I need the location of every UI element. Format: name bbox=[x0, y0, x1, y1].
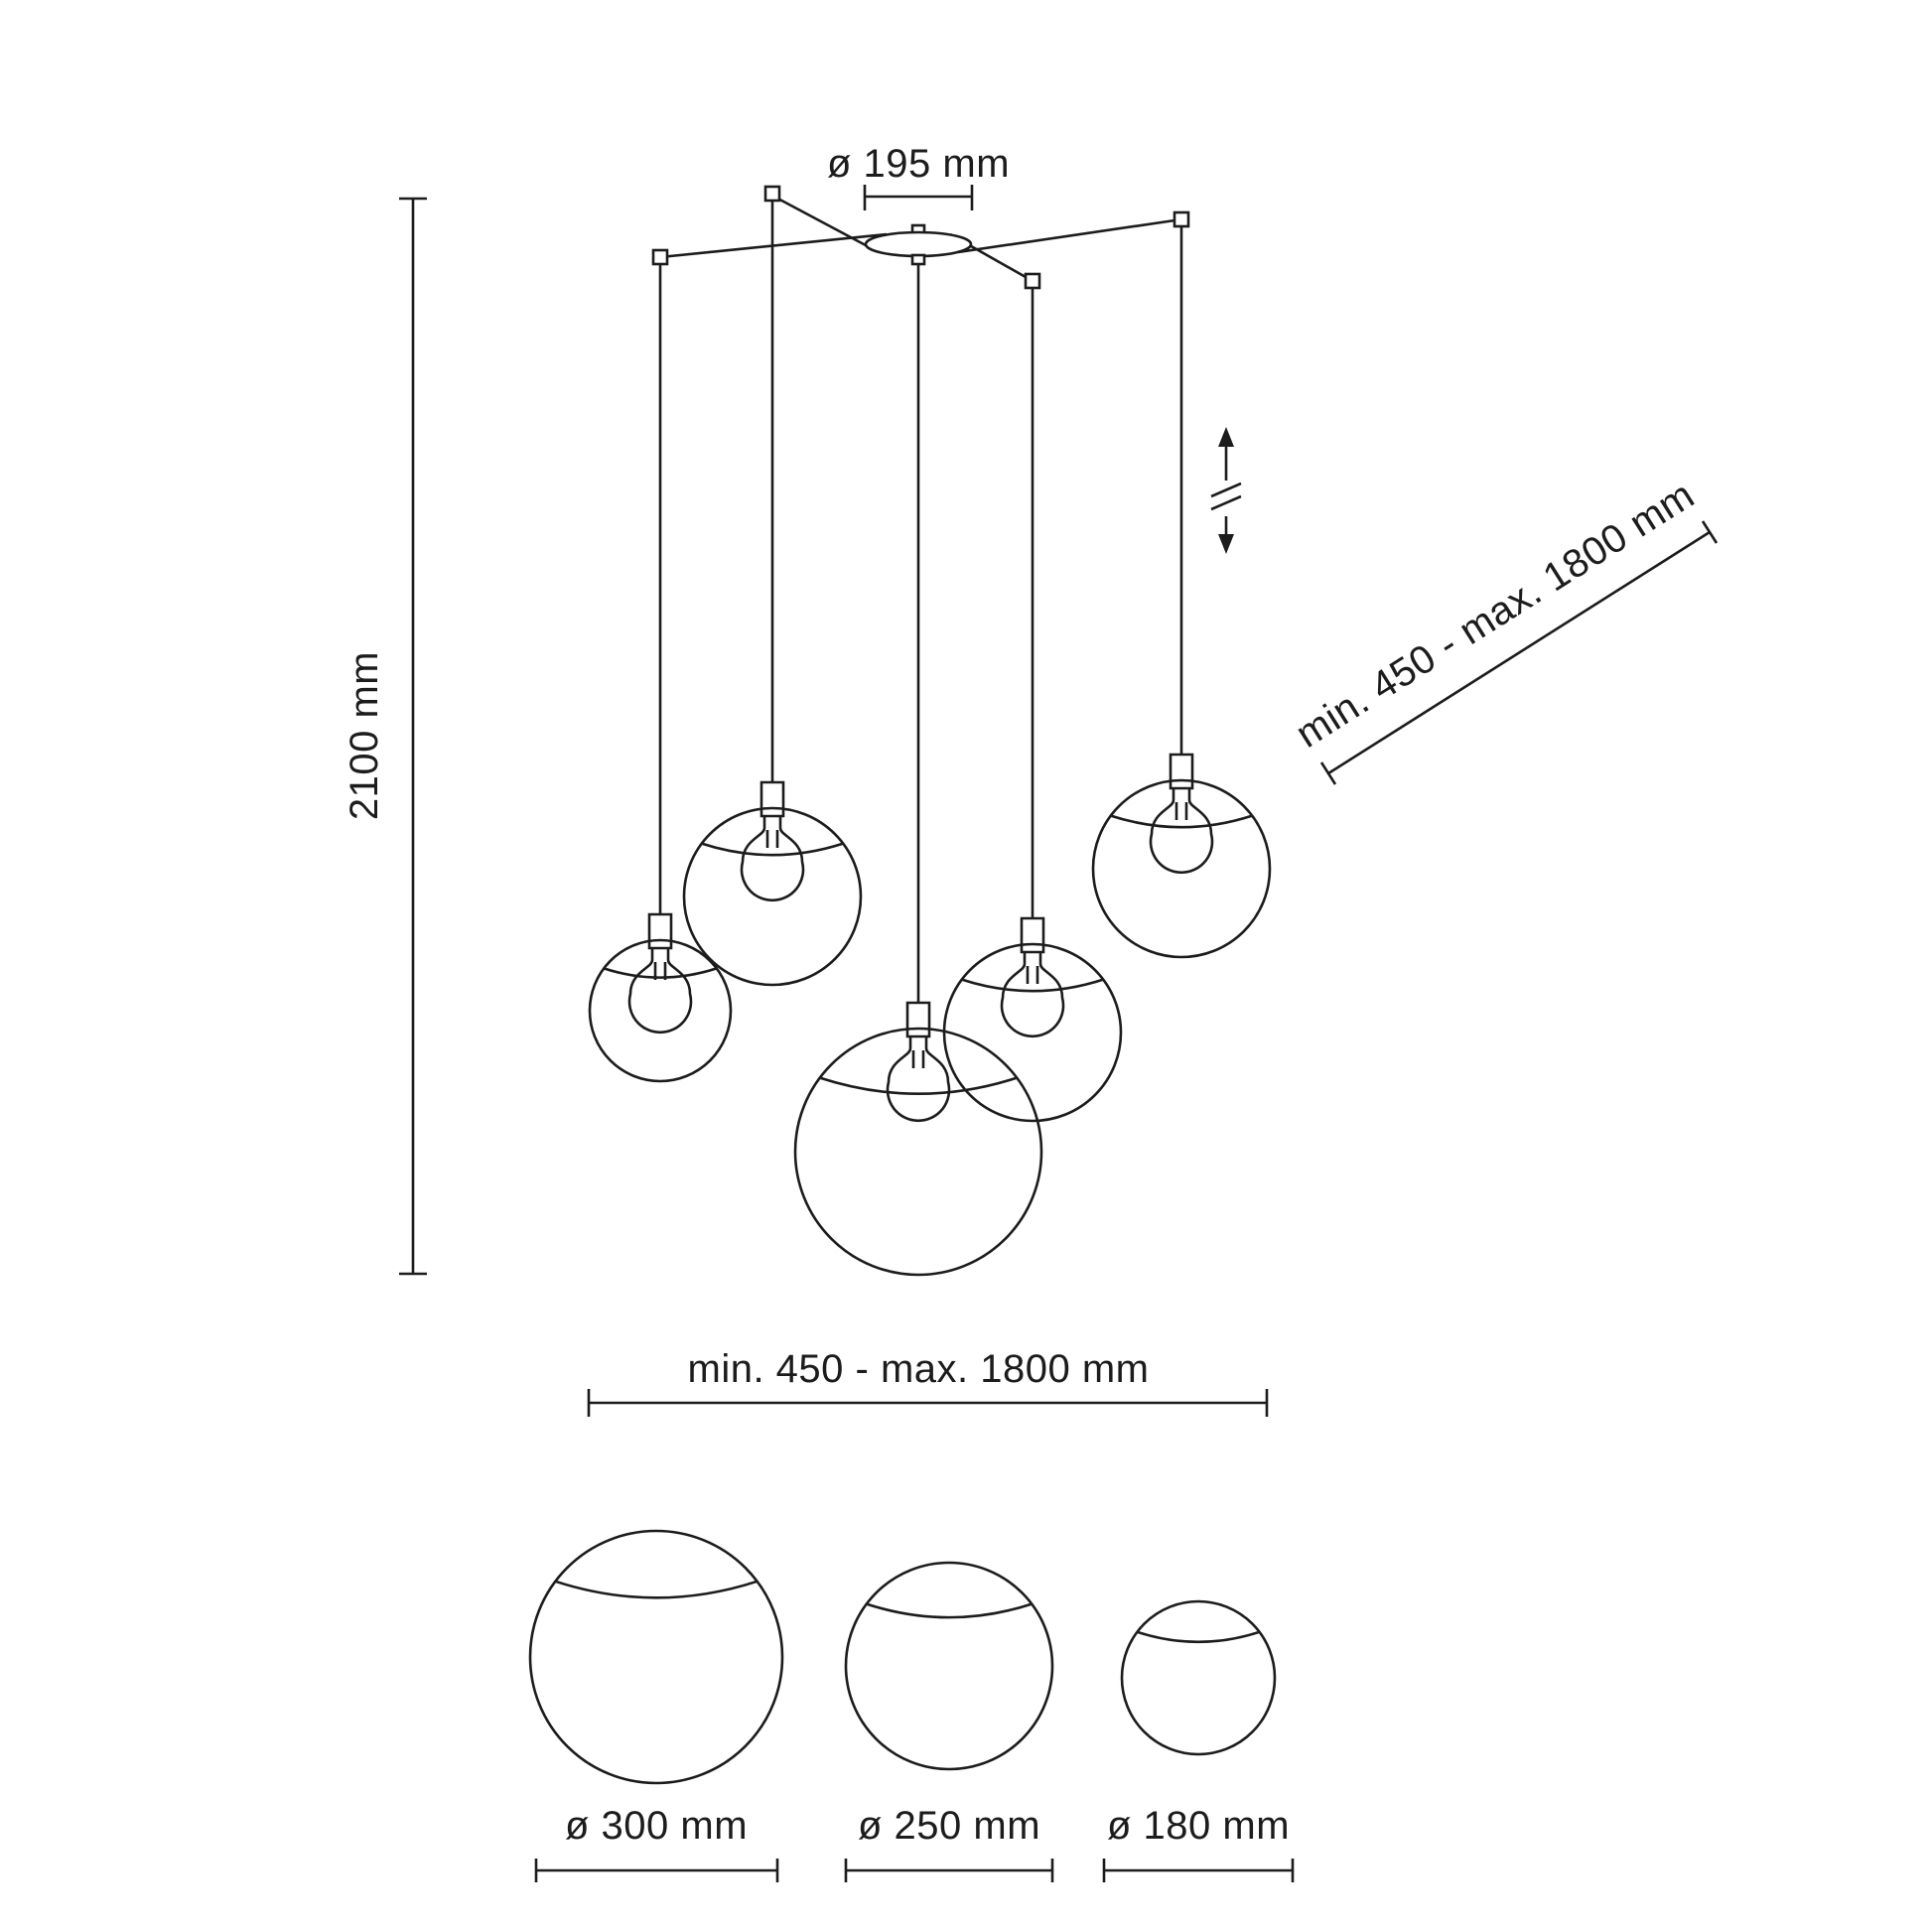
canopy-dimension-ticks bbox=[863, 185, 974, 210]
pendant-globe-small-left bbox=[589, 912, 732, 1082]
canopy-diameter-label: ø 195 mm bbox=[827, 142, 1010, 186]
height-dimension-ticks bbox=[399, 197, 427, 1276]
glass-shade bbox=[682, 806, 863, 987]
bulb-and-socket bbox=[1149, 753, 1214, 875]
pendant-globe-medium-right bbox=[1091, 753, 1272, 959]
ceiling-hook-top-right bbox=[1173, 210, 1190, 228]
ceiling-hook-right bbox=[1024, 272, 1041, 290]
ceiling-canopy bbox=[864, 223, 973, 266]
pendant-globe-large-center bbox=[793, 1001, 1043, 1277]
spread-width-label: min. 450 - max. 1800 mm bbox=[688, 1347, 1150, 1391]
cord-length-dimension-ticks bbox=[1319, 520, 1719, 785]
canopy-plate bbox=[864, 230, 973, 258]
canopy-diameter-dimension: ø 195 mm bbox=[827, 142, 1010, 210]
spread-width-dimension: min. 450 - max. 1800 mm bbox=[587, 1347, 1269, 1417]
cord-length-dimension-line bbox=[1327, 530, 1711, 775]
bulb-and-socket bbox=[886, 1001, 951, 1123]
canopy-cord-hook bbox=[910, 253, 926, 266]
shade-small-dimension bbox=[1102, 1859, 1295, 1882]
reference-shade-medium bbox=[844, 1561, 1054, 1771]
reference-shade-large bbox=[528, 1529, 784, 1785]
reference-shade-small bbox=[1120, 1599, 1277, 1756]
height-adjustment-arrows-icon bbox=[1210, 427, 1242, 554]
ceiling-hook-left bbox=[651, 248, 669, 266]
shade-large-diameter-label: ø 300 mm bbox=[565, 1804, 748, 1848]
glass-shade bbox=[589, 939, 732, 1082]
bulb-and-socket bbox=[627, 912, 693, 1035]
pendant-globe-medium-upper-left bbox=[682, 780, 863, 987]
glass-shade bbox=[793, 1027, 1043, 1277]
suspension-cords bbox=[651, 185, 1190, 1003]
break-slashes bbox=[1210, 482, 1242, 511]
bulb-and-socket bbox=[740, 780, 805, 902]
shade-size-reference: ø 300 mm ø 250 mm ø 180 mm bbox=[528, 1529, 1295, 1882]
bulb-and-socket bbox=[1000, 916, 1065, 1038]
cord-length-dimension: min. 450 - max. 1800 mm bbox=[1289, 473, 1719, 785]
spread-dimension-ticks bbox=[587, 1389, 1269, 1417]
up-arrow-head bbox=[1218, 427, 1234, 447]
shade-small-diameter-label: ø 180 mm bbox=[1107, 1804, 1290, 1848]
overall-height-dimension: 2100 mm bbox=[343, 197, 427, 1276]
glass-shade bbox=[942, 942, 1123, 1123]
overall-height-label: 2100 mm bbox=[343, 651, 386, 820]
drop-cords bbox=[658, 198, 1183, 1003]
shade-medium-dimension bbox=[844, 1859, 1054, 1882]
cord-length-label: min. 450 - max. 1800 mm bbox=[1289, 473, 1703, 757]
glass-shade bbox=[1091, 778, 1272, 959]
ceiling-hook-top-left bbox=[763, 185, 781, 203]
shade-medium-diameter-label: ø 250 mm bbox=[858, 1804, 1040, 1848]
down-arrow-head bbox=[1218, 534, 1234, 554]
shade-large-dimension bbox=[534, 1859, 779, 1882]
